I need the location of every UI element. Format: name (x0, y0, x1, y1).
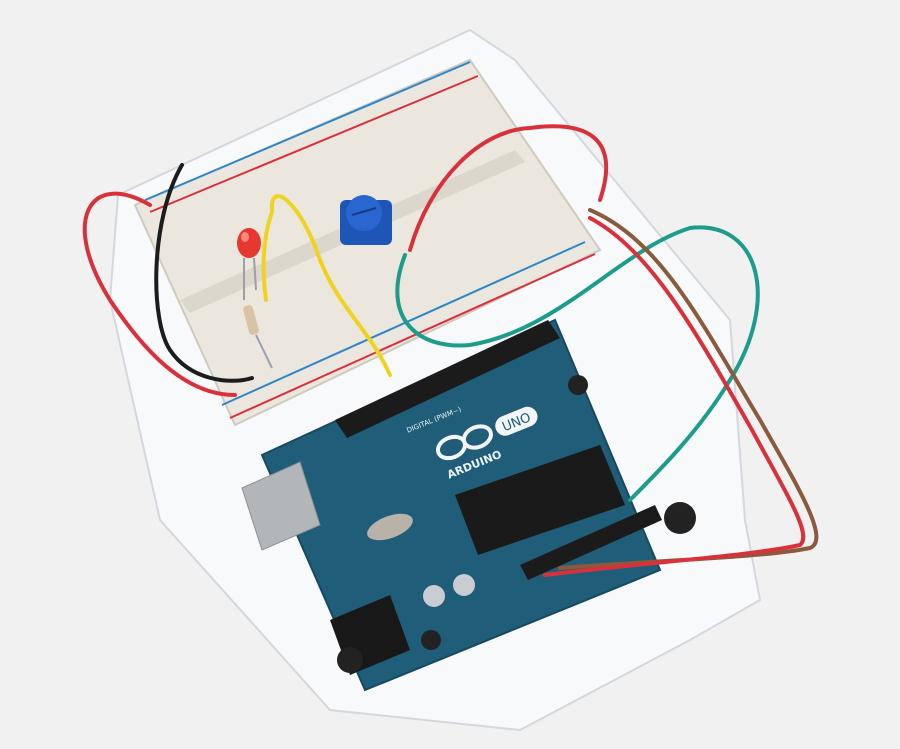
potentiometer (340, 195, 392, 245)
jumper-wires (82, 124, 819, 577)
red-led (237, 228, 261, 300)
resistor (243, 305, 273, 369)
arduino-uno-board: UNO ARDUINO DIGITAL (PWM~) (241, 318, 696, 692)
